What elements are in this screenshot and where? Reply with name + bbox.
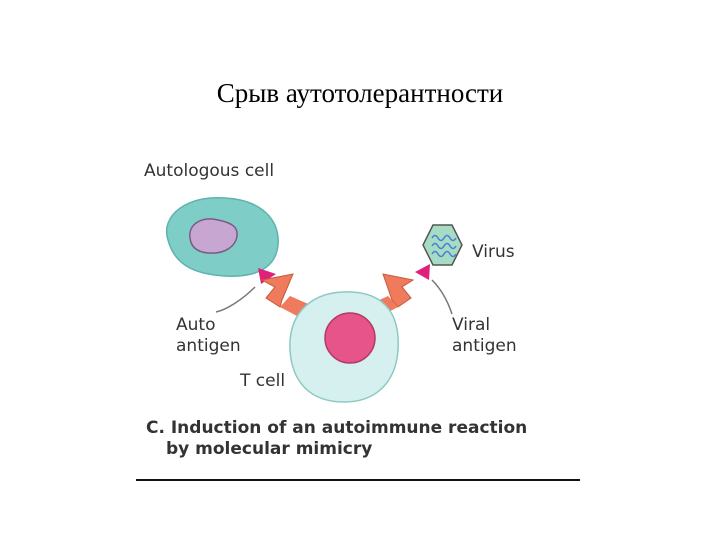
auto-antigen-leader bbox=[216, 287, 255, 312]
t-cell-label: T cell bbox=[240, 371, 285, 391]
virus-capsid bbox=[423, 225, 462, 265]
auto-antigen-label-line1: Auto bbox=[176, 315, 215, 335]
viral-antigen bbox=[415, 264, 430, 280]
viral-antigen-leader bbox=[432, 280, 452, 314]
mimicry-diagram: Autologous cell Virus Auto antigen Viral… bbox=[130, 150, 590, 490]
viral-antigen-label-line2: antigen bbox=[452, 336, 517, 356]
t-cell-nucleus bbox=[325, 313, 375, 363]
virus-label: Virus bbox=[472, 242, 515, 262]
viral-antigen-label-line1: Viral bbox=[452, 315, 490, 335]
figure-caption: C. Induction of an autoimmune reaction b… bbox=[146, 418, 527, 460]
auto-antigen-label-line2: antigen bbox=[176, 336, 241, 356]
slide-title: Срыв аутотолерантности bbox=[0, 78, 720, 109]
autologous-cell-label: Autologous cell bbox=[144, 161, 274, 181]
caption-line1: C. Induction of an autoimmune reaction bbox=[146, 418, 527, 438]
caption-line2: by molecular mimicry bbox=[146, 439, 527, 460]
autologous-cell-nucleus bbox=[190, 219, 237, 253]
caption-divider bbox=[136, 479, 580, 481]
